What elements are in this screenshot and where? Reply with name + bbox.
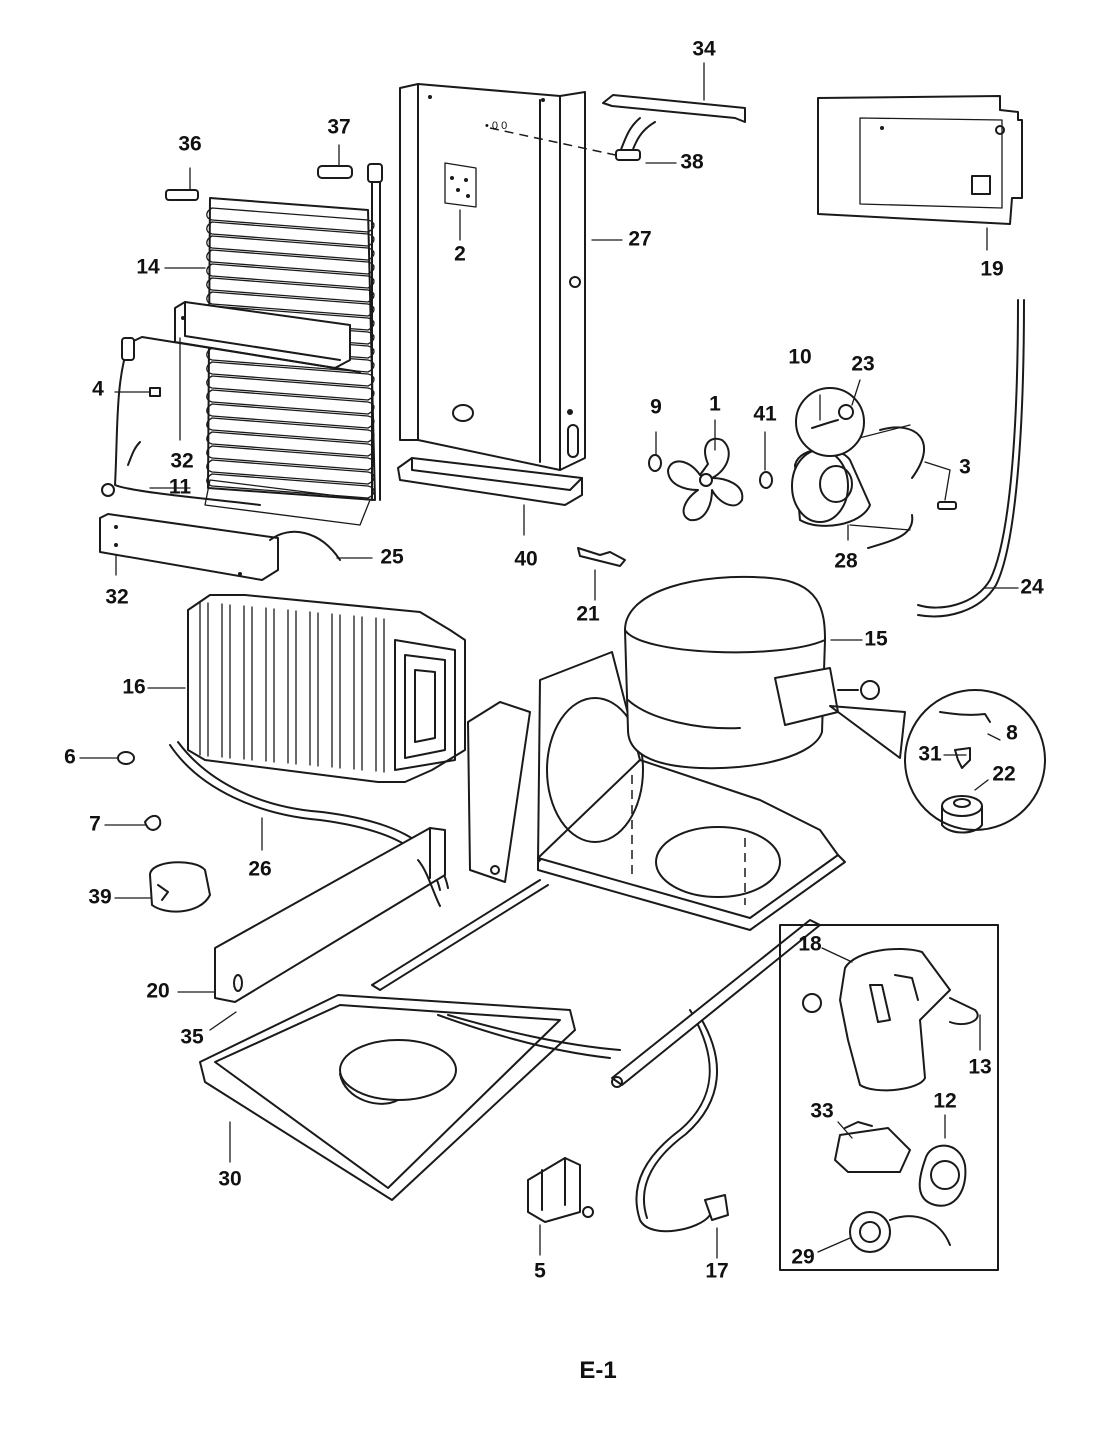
callout-36: 36 bbox=[178, 133, 201, 156]
evaporator-bracket-lower bbox=[99, 513, 279, 581]
clip-part-36 bbox=[165, 189, 199, 201]
callout-34: 34 bbox=[692, 38, 716, 61]
callout-14: 14 bbox=[136, 256, 160, 279]
callout-19: 19 bbox=[980, 258, 1003, 281]
fan-motor-part bbox=[791, 424, 957, 549]
callout-25: 25 bbox=[380, 546, 404, 569]
thermostat-clip-part: • 0 0 bbox=[485, 117, 656, 161]
control-cover-part bbox=[817, 95, 1023, 225]
callout-24: 24 bbox=[1020, 576, 1044, 599]
callout-3: 3 bbox=[959, 456, 971, 479]
callout-6: 6 bbox=[64, 746, 76, 769]
callout-leaders bbox=[79, 62, 1019, 1259]
callout-11: 11 bbox=[169, 476, 192, 499]
callout-16: 16 bbox=[122, 676, 145, 699]
callout-21: 21 bbox=[576, 603, 600, 626]
condenser-part bbox=[187, 594, 466, 783]
svg-text:• 0 0: • 0 0 bbox=[485, 120, 507, 132]
callout-31: 31 bbox=[918, 743, 942, 766]
condenser-fin bbox=[309, 611, 319, 767]
callout-39: 39 bbox=[88, 886, 111, 909]
callout-35: 35 bbox=[180, 1026, 204, 1049]
power-cord-part bbox=[437, 1009, 729, 1233]
callout-38: 38 bbox=[680, 151, 704, 174]
compressor-part bbox=[624, 575, 880, 770]
callout-7: 7 bbox=[89, 813, 101, 836]
detail-circle-fan-clip bbox=[795, 387, 865, 457]
condenser-fin bbox=[375, 617, 385, 773]
callout-15: 15 bbox=[864, 628, 888, 651]
callout-labels: 34 38 19 36 37 14 2 27 4 32 11 25 40 32 … bbox=[64, 38, 1044, 1283]
condenser-fin bbox=[243, 605, 253, 761]
callout-2: 2 bbox=[454, 243, 466, 266]
fan-blade-part bbox=[667, 437, 744, 522]
washer-part-41 bbox=[759, 471, 773, 489]
callout-9: 9 bbox=[650, 396, 662, 419]
drain-trough-part bbox=[397, 457, 583, 506]
callout-8: 8 bbox=[1006, 722, 1018, 745]
condenser-fin bbox=[287, 609, 297, 765]
condenser-fin bbox=[221, 603, 231, 759]
callout-4: 4 bbox=[92, 378, 104, 401]
callout-23: 23 bbox=[851, 353, 874, 376]
back-panel-part bbox=[399, 83, 586, 471]
condenser-fin bbox=[353, 615, 363, 771]
condenser-fin bbox=[199, 601, 209, 757]
callout-32-lower: 32 bbox=[105, 586, 128, 609]
heater-harness-part bbox=[101, 336, 361, 561]
callout-37: 37 bbox=[327, 116, 350, 139]
clip-part-7 bbox=[144, 814, 162, 831]
washer-part-9 bbox=[648, 454, 662, 472]
condenser-fin bbox=[331, 613, 341, 769]
callout-20: 20 bbox=[146, 980, 169, 1003]
callout-28: 28 bbox=[834, 550, 858, 573]
callout-30: 30 bbox=[218, 1168, 241, 1191]
callout-18: 18 bbox=[798, 933, 822, 956]
drain-pan-part bbox=[199, 994, 576, 1201]
callout-26: 26 bbox=[248, 858, 271, 881]
callout-27: 27 bbox=[628, 228, 651, 251]
callout-40: 40 bbox=[514, 548, 537, 571]
callout-10: 10 bbox=[788, 346, 811, 369]
clip-part-37 bbox=[317, 165, 353, 179]
callout-32-upper: 32 bbox=[170, 450, 193, 473]
callout-12: 12 bbox=[933, 1090, 956, 1113]
grommet-part-6 bbox=[117, 751, 135, 765]
callout-1: 1 bbox=[709, 393, 721, 416]
relay-part-39 bbox=[149, 861, 211, 913]
bracket-part bbox=[602, 94, 746, 123]
tube-part-24 bbox=[917, 299, 1025, 618]
filter-drier-part bbox=[577, 547, 626, 567]
relay-inset-box bbox=[779, 924, 999, 1271]
condenser-fin bbox=[265, 607, 275, 763]
callout-17: 17 bbox=[705, 1260, 728, 1283]
callout-41: 41 bbox=[753, 403, 777, 426]
callout-33: 33 bbox=[810, 1100, 833, 1123]
callout-22: 22 bbox=[992, 763, 1015, 786]
front-rail-part bbox=[214, 827, 446, 1003]
detail-circle-mounting bbox=[829, 689, 1046, 834]
capacitor-part bbox=[527, 1157, 594, 1223]
callout-13: 13 bbox=[968, 1056, 991, 1079]
compressor-base-part bbox=[467, 651, 846, 931]
page-label: E-1 bbox=[579, 1357, 616, 1384]
callout-29: 29 bbox=[791, 1246, 814, 1269]
callout-5: 5 bbox=[534, 1260, 546, 1283]
